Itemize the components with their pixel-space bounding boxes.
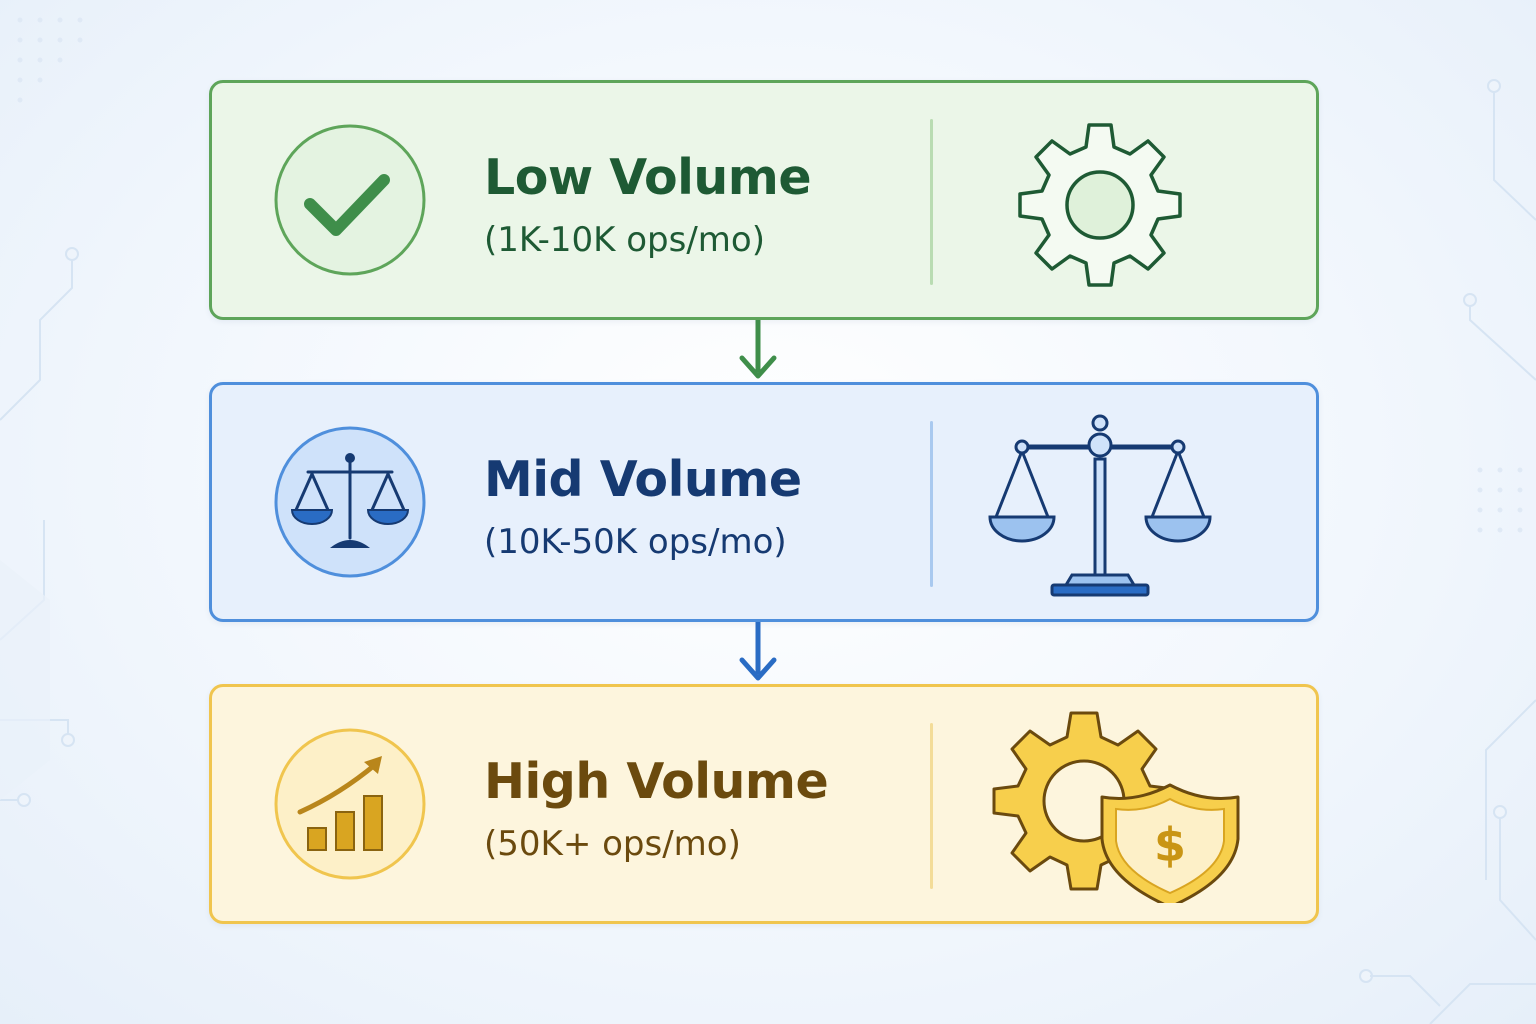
svg-text:$: $ [1154, 818, 1186, 872]
gear-icon [1018, 123, 1182, 287]
tier-subtitle: (1K-10K ops/mo) [484, 220, 765, 260]
balance-scale-icon [274, 426, 426, 578]
tier-title: Low Volume [484, 149, 812, 206]
gear-shield-dollar-icon: $ [992, 711, 1240, 903]
divider [930, 723, 933, 889]
tier-title: High Volume [484, 753, 829, 810]
tier-title: Mid Volume [484, 451, 802, 508]
down-arrow-icon [739, 320, 777, 379]
divider [930, 119, 933, 285]
tier-card-low-volume: Low Volume (1K-10K ops/mo) [209, 80, 1319, 320]
balance-scale-icon [988, 414, 1212, 597]
tier-card-mid-volume: Mid Volume (10K-50K ops/mo) [209, 382, 1319, 622]
growth-chart-icon [274, 728, 426, 880]
checkmark-icon [274, 124, 426, 276]
tier-subtitle: (50K+ ops/mo) [484, 824, 741, 864]
divider [930, 421, 933, 587]
tier-subtitle: (10K-50K ops/mo) [484, 522, 787, 562]
down-arrow-icon [739, 622, 777, 681]
tier-card-high-volume: High Volume (50K+ ops/mo) $ [209, 684, 1319, 924]
